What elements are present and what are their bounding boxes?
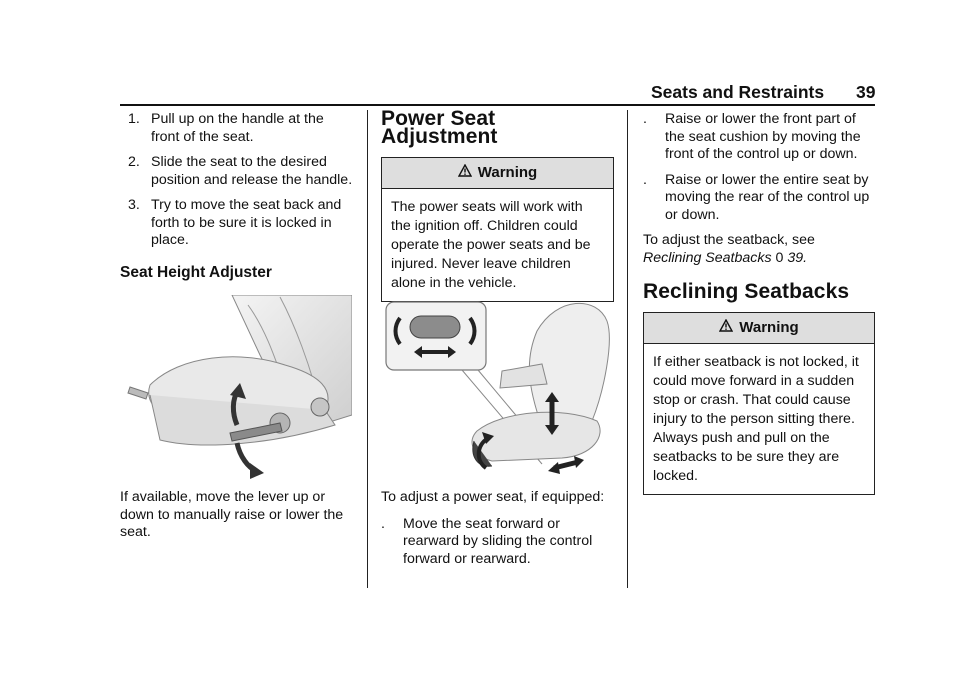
- list-item: . Move the seat forward or rearward by sl…: [381, 516, 614, 569]
- bullet-marker: .: [381, 515, 385, 532]
- step-text: Try to move the seat back and forth to b…: [151, 197, 342, 248]
- list-item: 1.Pull up on the handle at the front of …: [128, 111, 324, 145]
- warning-text: The power seats will work with the ignit…: [391, 199, 591, 291]
- seat-height-heading: Seat Height Adjuster: [120, 263, 272, 281]
- power-seat-bullets-continued: . Raise or lower the front part of the se…: [643, 111, 875, 224]
- manual-seat-illustration: [127, 295, 352, 479]
- step-text: Pull up on the handle at the front of th…: [151, 111, 324, 145]
- column-2-lower: To adjust a power seat, if equipped: . Mo…: [381, 489, 614, 576]
- warning-text: If either seatback is not locked, it cou…: [653, 353, 859, 484]
- bullet-text: Move the seat forward or rearward by sli…: [403, 515, 593, 567]
- warning-header: Warning: [644, 312, 874, 344]
- column-divider-2: [627, 110, 629, 588]
- step-text: Slide the seat to the desired position a…: [151, 154, 353, 188]
- power-seat-illustration: [385, 301, 610, 474]
- header-rule: [120, 104, 875, 106]
- seatback-reference: To adjust the seatback, see Reclining Se…: [643, 232, 815, 266]
- warning-header: Warning: [382, 158, 613, 189]
- page-ref-number[interactable]: 39: [787, 249, 804, 266]
- seat-height-paragraph: If available, move the lever up or down …: [120, 489, 344, 540]
- list-item: 3.Try to move the seat back and forth to…: [128, 197, 342, 248]
- bullet-marker: .: [643, 111, 647, 127]
- warning-box: Warning If either seatback is not locked…: [643, 311, 875, 495]
- bullet-text: Raise or lower the front part of the sea…: [665, 111, 861, 162]
- column-divider-1: [367, 110, 369, 588]
- page-ref-icon: 0: [775, 249, 784, 266]
- power-seat-intro: To adjust a power seat, if equipped:: [381, 489, 605, 505]
- list-item: . Raise or lower the front part of the se…: [643, 111, 875, 164]
- bullet-marker: .: [643, 171, 647, 188]
- bullet-text: Raise or lower the entire seat by moving…: [665, 171, 870, 223]
- column-2: Power Seat Adjustment Warning The power …: [381, 107, 614, 302]
- power-seat-bullets: . Move the seat forward or rearward by sl…: [381, 516, 614, 569]
- reclining-seatbacks-link[interactable]: Reclining Seatbacks: [643, 249, 772, 266]
- steps-list: 1.Pull up on the handle at the front of …: [120, 111, 355, 250]
- seatback-reference-text: To adjust the seatback, see: [643, 232, 815, 248]
- seat-height-paragraph-box: If available, move the lever up or down …: [120, 489, 355, 542]
- list-item: 2.Slide the seat to the desired position…: [128, 154, 353, 188]
- power-seat-heading: Power Seat Adjustment: [381, 107, 498, 148]
- column-3: . Raise or lower the front part of the se…: [643, 111, 875, 495]
- warning-title: Warning: [477, 164, 538, 181]
- section-title: Seats and Restraints: [651, 82, 825, 102]
- warning-title: Warning: [739, 318, 799, 336]
- warning-triangle-icon: [457, 158, 472, 188]
- warning-triangle-icon: [719, 313, 734, 343]
- column-1: 1.Pull up on the handle at the front of …: [120, 111, 355, 281]
- reclining-seatbacks-heading: Reclining Seatbacks: [643, 280, 850, 303]
- page-number: 39: [856, 82, 876, 102]
- warning-box: Warning The power seats will work with t…: [381, 157, 614, 302]
- list-item: . Raise or lower the entire seat by movin…: [643, 172, 875, 225]
